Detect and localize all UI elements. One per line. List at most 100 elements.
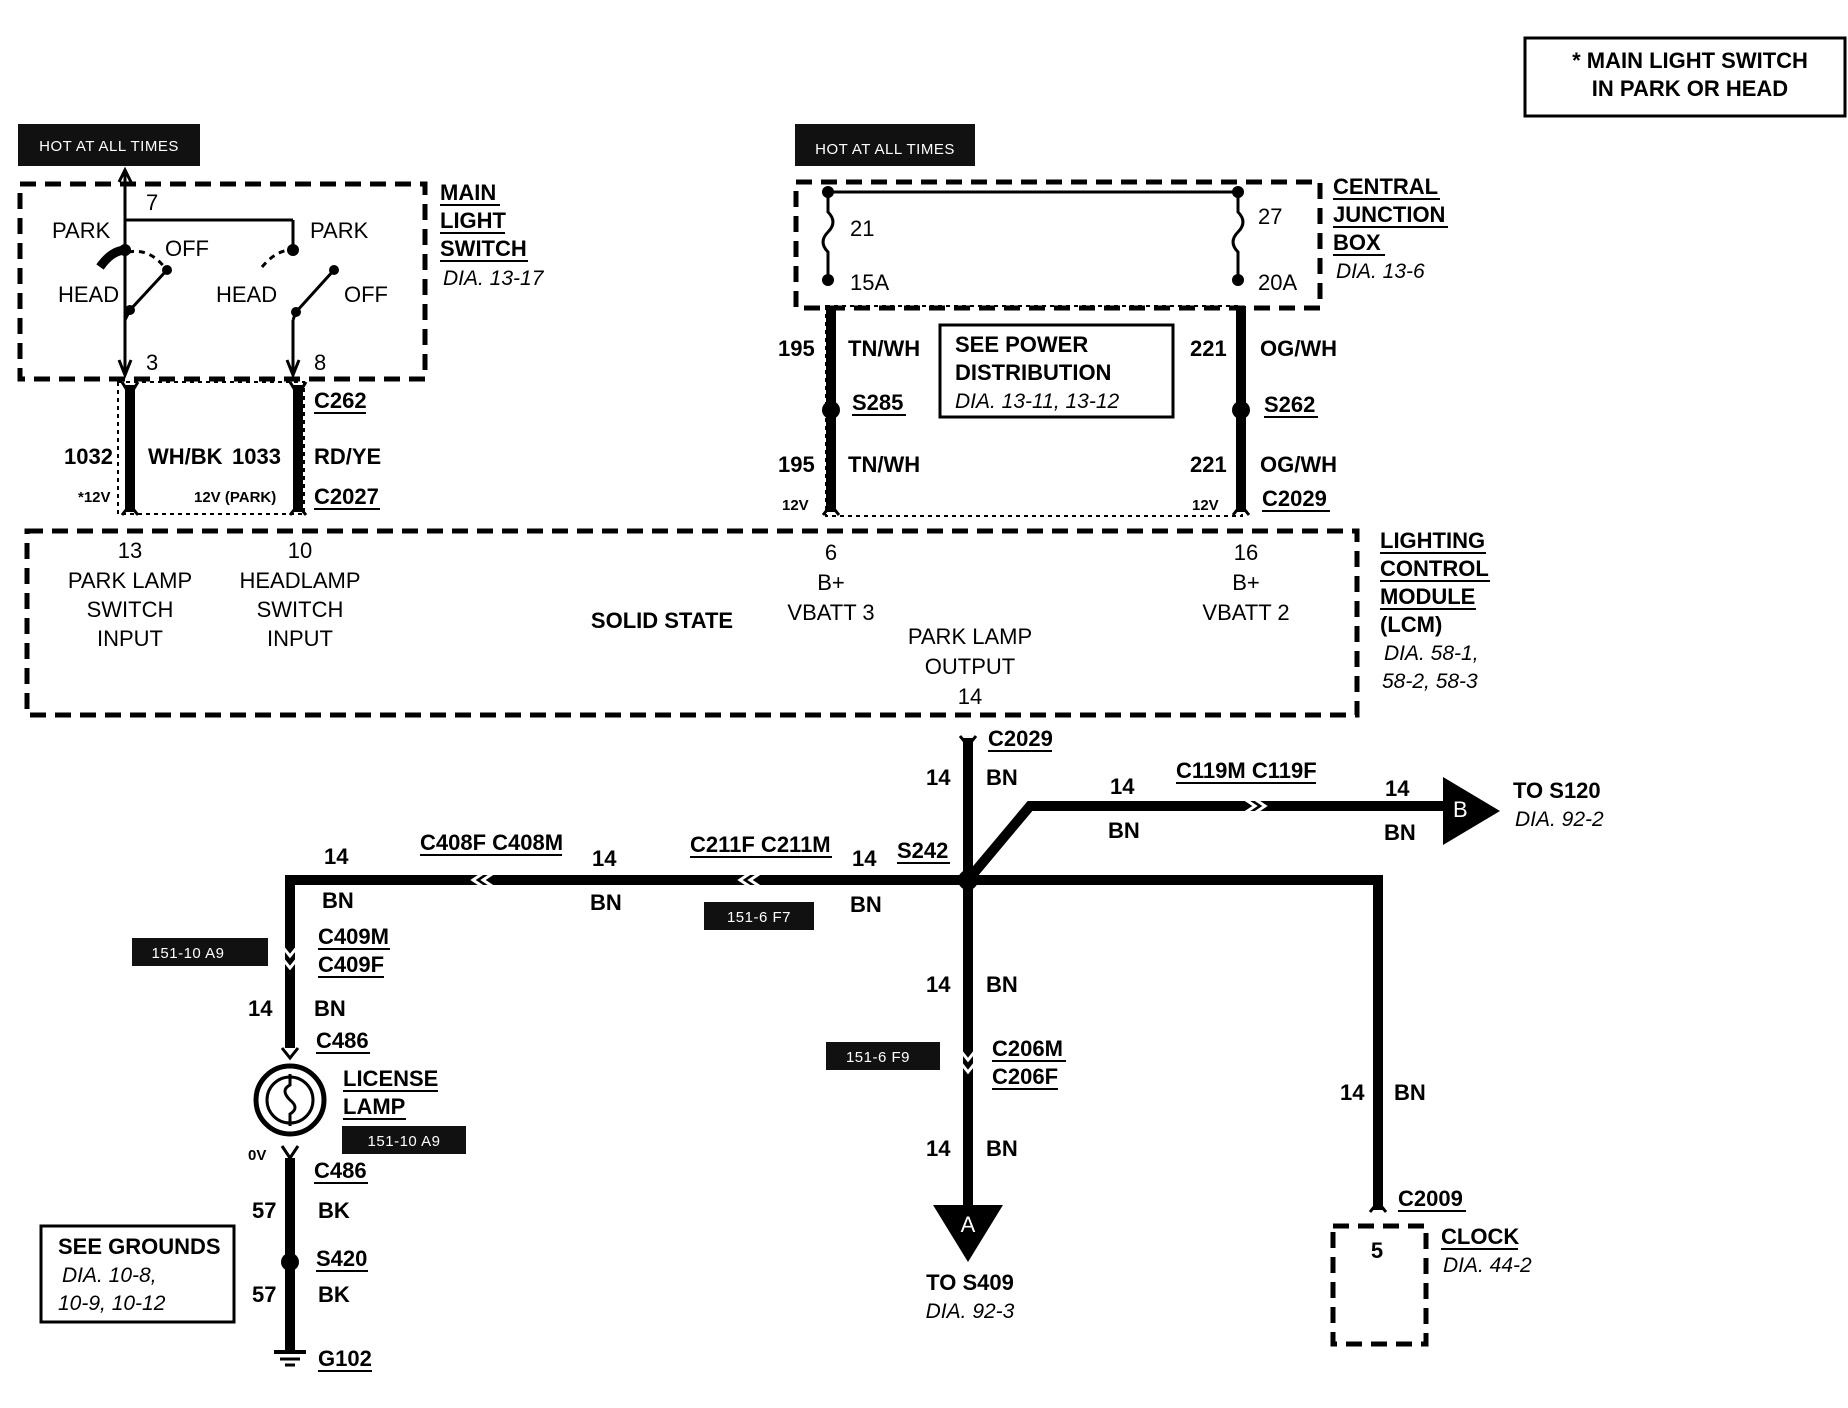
lbl-c486b: C486 xyxy=(314,1158,367,1183)
lcm-dia2: 58-2, 58-3 xyxy=(1382,670,1478,693)
lbl-0v: 0V xyxy=(248,1147,266,1164)
main-light-switch: 7 PARK OFF HEAD PARK HEAD OFF 3 8 MAIN L… xyxy=(17,166,545,382)
lbl-rdye: RD/YE xyxy=(314,444,381,469)
lbl-dia-s120: DIA. 92-2 xyxy=(1515,808,1604,831)
lbl-14-l3: 14 xyxy=(324,844,349,869)
msw-dia: DIA. 13-17 xyxy=(443,267,545,290)
cjb-title-3: BOX xyxy=(1333,230,1381,255)
lbl-bka: BK xyxy=(318,1198,350,1223)
lbl-to-s120: TO S120 xyxy=(1513,778,1601,803)
cjb-title-1: CENTRAL xyxy=(1333,174,1438,199)
lcm-dia1: DIA. 58-1, xyxy=(1384,642,1479,665)
lbl-221a: 221 xyxy=(1190,336,1227,361)
lbl-1033: 1033 xyxy=(232,444,281,469)
cjb-fuse21: 21 xyxy=(850,216,874,241)
see-power-box: SEE POWER DISTRIBUTION DIA. 13-11, 13-12 xyxy=(938,323,1175,419)
lcm-title-1: LIGHTING xyxy=(1380,528,1485,553)
hot-tag-right-label: HOT AT ALL TIMES xyxy=(815,141,955,158)
cjb-title-2: JUNCTION xyxy=(1333,202,1445,227)
note-line2: IN PARK OR HEAD xyxy=(1592,76,1788,101)
lbl-bn-main: BN xyxy=(986,765,1018,790)
lbl-14-l2: 14 xyxy=(592,846,617,871)
grounds-dia2: 10-9, 10-12 xyxy=(58,1292,166,1315)
lcm-out-l2: OUTPUT xyxy=(925,654,1015,679)
lbl-c409f: C409F xyxy=(318,952,384,977)
lbl-c408: C408F C408M xyxy=(420,830,563,855)
msw-pin7: 7 xyxy=(146,190,158,215)
lbl-s242: S242 xyxy=(897,838,948,863)
cjb-20a: 20A xyxy=(1258,270,1297,295)
lcm-title-4: (LCM) xyxy=(1380,612,1442,637)
hot-tag-left-label: HOT AT ALL TIMES xyxy=(39,138,179,155)
lbl-c262: C262 xyxy=(314,388,367,413)
lbl-c2027: C2027 xyxy=(314,484,379,509)
lbl-14-d1: 14 xyxy=(926,972,951,997)
lcm-head-l2: SWITCH xyxy=(257,597,344,622)
msw-pin8: 8 xyxy=(314,350,326,375)
lbl-g102: G102 xyxy=(318,1346,372,1371)
tag-151-10-a9b: 151-10 A9 xyxy=(368,1133,441,1150)
msw-off-left: OFF xyxy=(165,236,209,261)
lbl-221b: 221 xyxy=(1190,452,1227,477)
lcm-title-3: MODULE xyxy=(1380,584,1475,609)
lbl-12v-r: 12V xyxy=(1192,497,1219,514)
see-power-l1: SEE POWER xyxy=(955,332,1088,357)
lcm-pin13: 13 xyxy=(118,538,142,563)
see-power-l2: DISTRIBUTION xyxy=(955,360,1111,385)
cjb-15a: 15A xyxy=(850,270,889,295)
lbl-ogwh-b: OG/WH xyxy=(1260,452,1337,477)
hot-tag-left: HOT AT ALL TIMES xyxy=(18,124,200,166)
lcm-bplus1: B+ xyxy=(817,570,845,595)
lbl-14-main: 14 xyxy=(926,765,951,790)
lbl-s262: S262 xyxy=(1264,392,1315,417)
lcm-pin16: 16 xyxy=(1234,540,1258,565)
msw-head-left: HEAD xyxy=(58,282,119,307)
lcm-title-2: CONTROL xyxy=(1380,556,1489,581)
lbl-clock: CLOCK xyxy=(1441,1224,1519,1249)
lbl-bn-l3: BN xyxy=(322,888,354,913)
lbl-57a: 57 xyxy=(252,1198,276,1223)
central-junction-box: 21 15A 27 20A CENTRAL JUNCTION BOX DIA. … xyxy=(793,174,1448,311)
msw-park-left: PARK xyxy=(52,218,111,243)
tag-151-10-a9a: 151-10 A9 xyxy=(152,945,225,962)
lcm-out-l1: PARK LAMP xyxy=(908,624,1032,649)
lbl-ogwh-a: OG/WH xyxy=(1260,336,1337,361)
lbl-v12-star: *12V xyxy=(78,489,111,506)
lcm-pin10: 10 xyxy=(288,538,312,563)
lcm-head-l3: INPUT xyxy=(267,626,333,651)
lbl-c211: C211F C211M xyxy=(690,832,831,857)
msw-title-1: MAIN xyxy=(440,180,496,205)
lbl-s285: S285 xyxy=(852,390,903,415)
conn-b: B xyxy=(1453,797,1468,822)
lbl-bn-b1: BN xyxy=(1108,818,1140,843)
lcm-pin14: 14 xyxy=(958,684,982,709)
lcm-bplus2: B+ xyxy=(1232,570,1260,595)
grounds-dia1: DIA. 10-8, xyxy=(62,1264,157,1287)
msw-title-3: SWITCH xyxy=(440,236,527,261)
lbl-license-2: LAMP xyxy=(343,1094,405,1119)
msw-pin3: 3 xyxy=(146,350,158,375)
tag-151-6-f9: 151-6 F9 xyxy=(846,1049,910,1066)
lbl-c206m: C206M xyxy=(992,1036,1063,1061)
lbl-dia-clock: DIA. 44-2 xyxy=(1443,1254,1532,1277)
msw-head-right: HEAD xyxy=(216,282,277,307)
lbl-bn-l1: BN xyxy=(850,892,882,917)
lcm-solid-state: SOLID STATE xyxy=(591,608,733,633)
msw-park-right: PARK xyxy=(310,218,369,243)
lbl-bn-d1: BN xyxy=(986,972,1018,997)
lcm-park-l1: PARK LAMP xyxy=(68,568,192,593)
lbl-14-b1: 14 xyxy=(1110,774,1135,799)
note-box: * MAIN LIGHT SWITCH IN PARK OR HEAD xyxy=(1523,36,1847,118)
lbl-bn-l2: BN xyxy=(590,890,622,915)
lcm-park-l2: SWITCH xyxy=(87,597,174,622)
lower-labels: C2029 14 BN S242 14 BN C119M C119F 14 BN… xyxy=(39,726,1604,1372)
lbl-c2029: C2029 xyxy=(988,726,1053,751)
clock-pin5: 5 xyxy=(1371,1238,1383,1263)
lbl-dia-s409: DIA. 92-3 xyxy=(926,1300,1015,1323)
lbl-bn-lic: BN xyxy=(314,996,346,1021)
lbl-bn-b2: BN xyxy=(1384,820,1416,845)
conn-a: A xyxy=(961,1212,976,1237)
lbl-v12-park: 12V (PARK) xyxy=(194,489,276,506)
lcm-park-l3: INPUT xyxy=(97,626,163,651)
